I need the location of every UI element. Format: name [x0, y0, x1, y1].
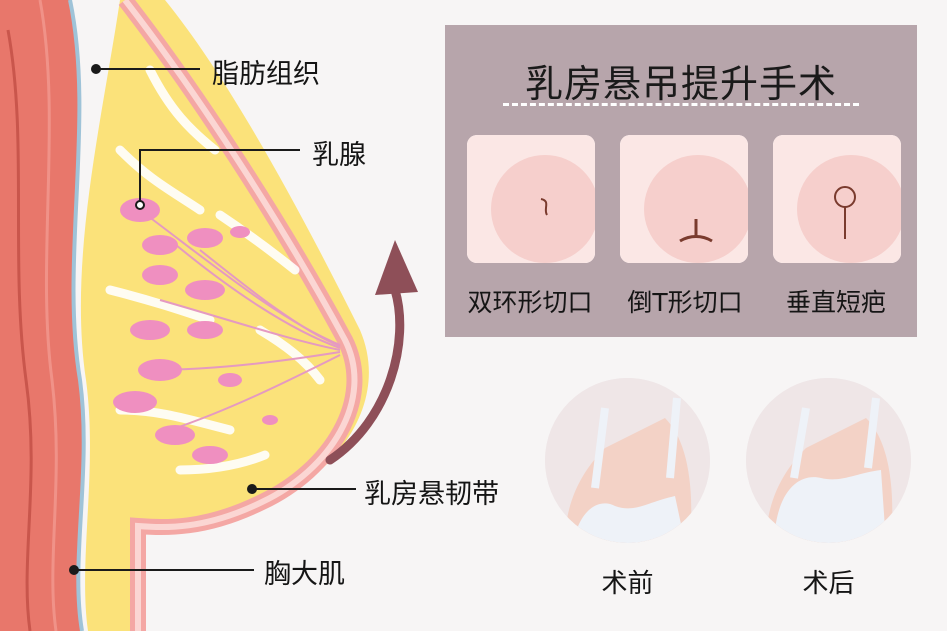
- pectoral-muscle-shape: [0, 0, 84, 631]
- before-surgery-image: [545, 378, 710, 543]
- label-suspensory-ligament: 乳房悬韧带: [364, 479, 499, 510]
- after-surgery-image: [746, 378, 911, 543]
- label-mammary-gland: 乳腺: [312, 140, 366, 171]
- label-pectoral-muscle: 胸大肌: [264, 559, 345, 590]
- title-underline: [503, 103, 859, 106]
- fascia-line: [68, 0, 86, 631]
- after-surgery-label: 术后: [802, 569, 855, 599]
- method-thumb-vertical-short: [773, 135, 901, 263]
- lift-arrow-shaft: [325, 285, 405, 465]
- skin-outline-inner: [122, 0, 358, 631]
- fat-lobules: [105, 65, 325, 475]
- label-fat-tissue: 脂肪组织: [212, 59, 320, 90]
- lift-arrow-head: [375, 240, 418, 295]
- method-caption: 双环形切口: [467, 288, 593, 317]
- mammary-gland-clusters: [113, 198, 278, 464]
- method-thumb-double-ring: [467, 135, 595, 263]
- before-surgery-label: 术前: [601, 569, 654, 599]
- surgery-methods-panel: 乳房悬吊提升手术 双环形切口: [445, 25, 917, 337]
- method-thumb-inverted-t: [620, 135, 748, 263]
- leader-lines: [69, 64, 356, 575]
- method-caption: 倒T形切口: [627, 288, 743, 317]
- muscle-fiber-line: [6, 29, 33, 631]
- muscle-fiber-line: [38, 0, 58, 631]
- panel-title: 乳房悬吊提升手术: [524, 62, 837, 106]
- method-caption: 垂直短疤: [785, 288, 886, 317]
